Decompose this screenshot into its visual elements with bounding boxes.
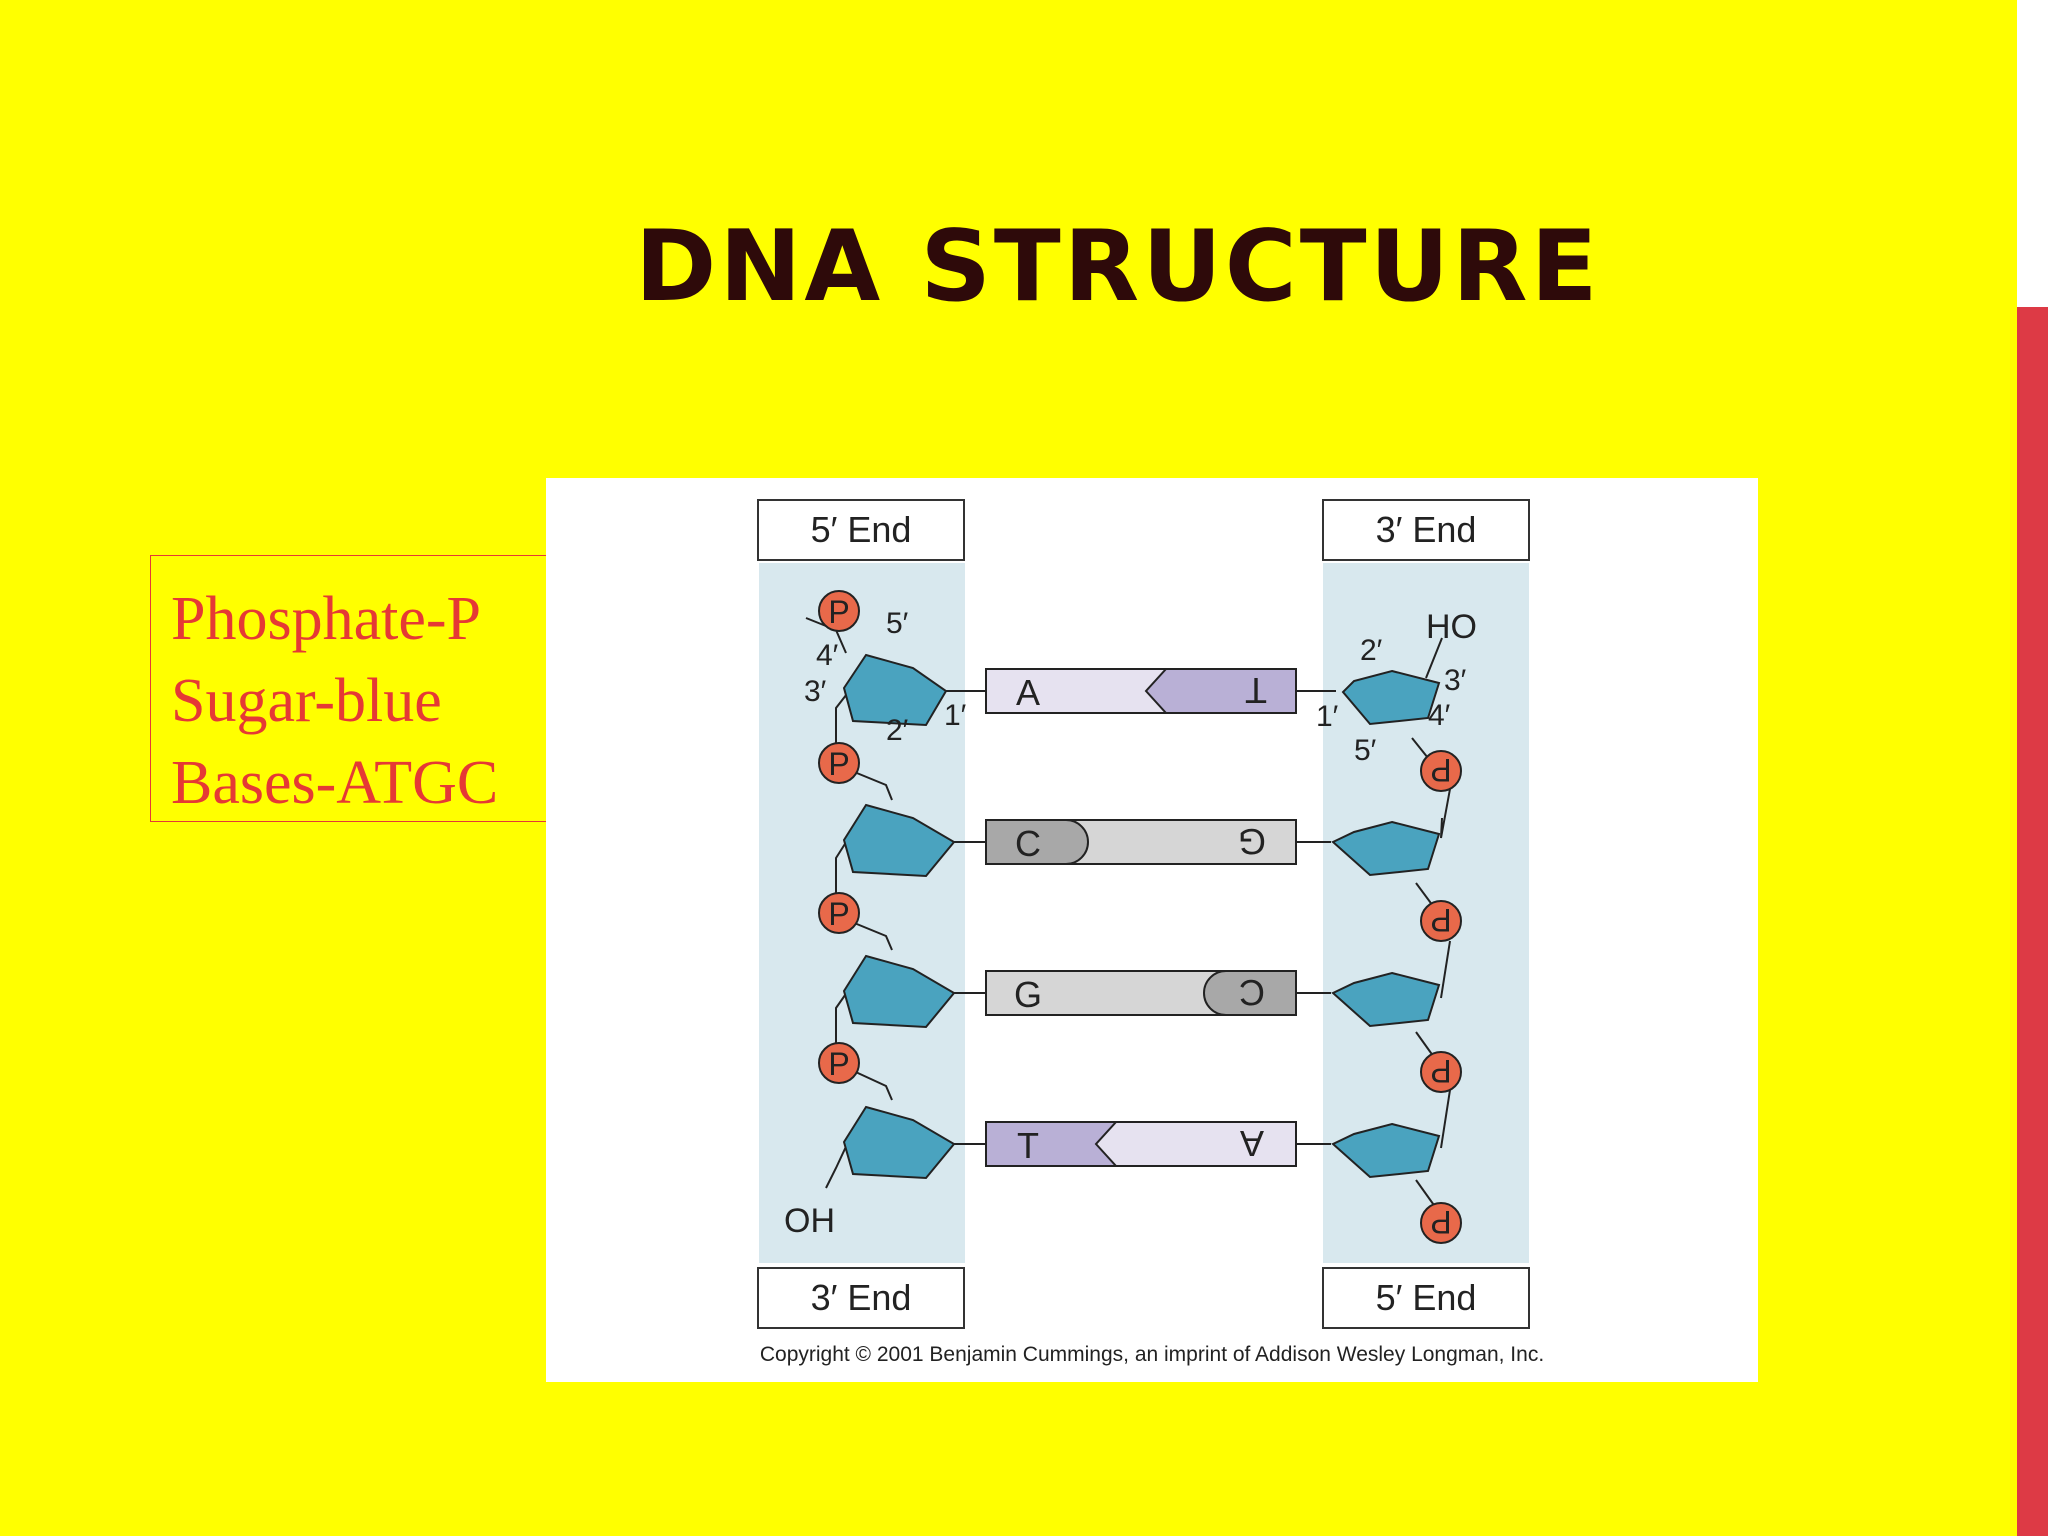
- accent-bar: [2017, 307, 2048, 1536]
- right-phosphate-1-label: P: [1430, 752, 1451, 788]
- left-sugars: [842, 653, 956, 1180]
- base-2-right: G: [1238, 821, 1266, 862]
- left-bottom-end-label: 3′ End: [811, 1277, 912, 1318]
- left-c3-label: 3′: [804, 675, 827, 708]
- base-3-left: G: [1014, 974, 1042, 1015]
- dna-diagram: 5′ End 3′ End 3′ End 5′ End: [546, 478, 1758, 1382]
- right-phosphate-1: [1420, 750, 1462, 792]
- base-4-right: A: [1240, 1123, 1264, 1164]
- right-backbone: [1411, 637, 1451, 1209]
- right-phosphate-4-label: P: [1430, 1204, 1451, 1240]
- right-bottom-end-label: 5′ End: [1376, 1277, 1477, 1318]
- left-oh-label: OH: [784, 1202, 835, 1240]
- left-sugar-1: [842, 653, 948, 727]
- right-sugars: [1331, 669, 1441, 1179]
- left-phosphate-3-label: P: [828, 896, 849, 932]
- left-phosphate-4-label: P: [828, 1046, 849, 1082]
- base-pairs: [985, 668, 1297, 1167]
- left-sugar-2: [842, 803, 956, 878]
- legend-sugar: Sugar-blue: [171, 667, 442, 735]
- right-c1-label: 1′: [1316, 700, 1339, 733]
- right-top-end-label: 3′ End: [1376, 509, 1477, 550]
- accent-bar-top: [2017, 0, 2048, 307]
- right-sugar-4: [1331, 1122, 1441, 1179]
- left-phosphate-2: [818, 742, 860, 784]
- base-1-right: T: [1245, 670, 1267, 711]
- base-pair-1-right: [1144, 668, 1297, 714]
- base-2-left: C: [1015, 823, 1041, 864]
- right-bottom-end-box: [1322, 1267, 1530, 1329]
- base-pair-3-right: [1203, 970, 1297, 1016]
- left-top-end-box: [757, 499, 965, 561]
- left-phosphate-1: [818, 590, 860, 632]
- left-c2-label: 2′: [886, 714, 909, 747]
- base-connectors: [946, 690, 1336, 1145]
- right-top-end-box: [1322, 499, 1530, 561]
- base-1-left: A: [1016, 672, 1040, 713]
- right-sugar-2: [1331, 820, 1441, 877]
- left-c1-label: 1′: [944, 699, 967, 732]
- left-phosphate-1-label: P: [828, 594, 849, 630]
- right-phosphate-3: [1420, 1051, 1462, 1093]
- left-sugar-3: [842, 954, 956, 1029]
- right-c4-label: 4′: [1428, 699, 1451, 732]
- right-phosphate-4: [1420, 1202, 1462, 1244]
- left-c4-label: 4′: [816, 639, 839, 672]
- left-c5-label: 5′: [886, 607, 909, 640]
- left-phosphate-2-label: P: [828, 746, 849, 782]
- copyright-text: Copyright © 2001 Benjamin Cummings, an i…: [760, 1343, 1544, 1366]
- legend-phosphate: Phosphate-P: [171, 585, 481, 653]
- right-c2-label: 2′: [1360, 634, 1383, 667]
- right-phosphates: P P P P: [1420, 750, 1462, 1244]
- right-sugar-3: [1331, 971, 1441, 1028]
- right-phosphate-2-label: P: [1430, 902, 1451, 938]
- legend-bases: Bases-ATGC: [171, 749, 499, 817]
- right-phosphate-2: [1420, 900, 1462, 942]
- left-phosphates: P P P P: [818, 590, 860, 1084]
- left-phosphate-4: [818, 1042, 860, 1084]
- right-sugar-1: [1341, 669, 1441, 726]
- base-4-left: T: [1017, 1125, 1039, 1166]
- left-top-end-label: 5′ End: [811, 509, 912, 550]
- right-phosphate-3-label: P: [1430, 1053, 1451, 1089]
- legend-box: Phosphate-P Sugar-blue Bases-ATGC: [150, 555, 558, 822]
- right-c3-label: 3′: [1444, 664, 1467, 697]
- dna-diagram-svg: 5′ End 3′ End 3′ End 5′ End: [757, 499, 1544, 1366]
- base-pair-4-left: [985, 1121, 1119, 1167]
- right-c5-label: 5′: [1354, 734, 1377, 767]
- left-bottom-end-box: [757, 1267, 965, 1329]
- right-ho-label: HO: [1426, 608, 1477, 646]
- base-3-right: C: [1239, 972, 1265, 1013]
- base-pair-2-left: [985, 819, 1089, 865]
- left-sugar-4: [842, 1105, 956, 1180]
- page-title: DNA STRUCTURE: [635, 210, 1601, 324]
- left-phosphate-3: [818, 892, 860, 934]
